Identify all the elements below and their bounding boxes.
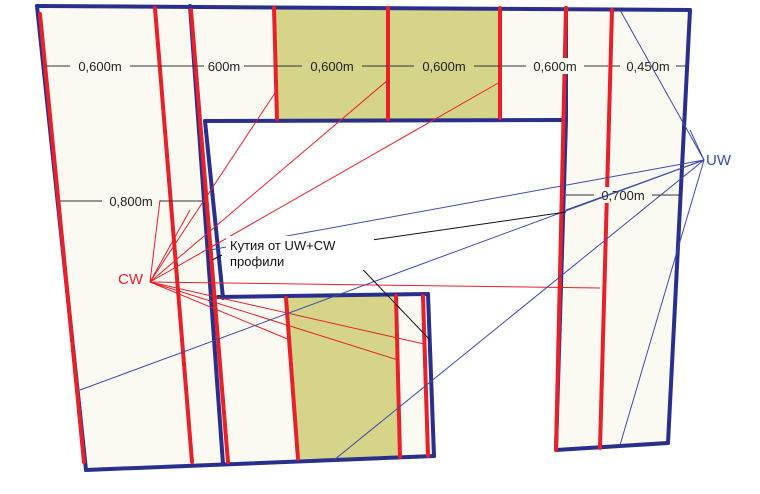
uw-right-outer <box>666 8 692 445</box>
dim-right-mid: 0,700m <box>601 188 644 203</box>
uw-opening-top <box>203 118 568 123</box>
cw-stud-left-3 <box>189 8 230 464</box>
uw-box-right <box>426 292 436 458</box>
dim-top-3: 0,600m <box>310 59 353 74</box>
uw-leader-lines <box>79 9 705 461</box>
dim-left-mid: 0,800m <box>109 194 152 209</box>
cw-leader-lines <box>149 79 601 361</box>
cw-profiles <box>38 6 614 464</box>
dim-top-2: 600m <box>208 59 241 74</box>
cw-stud-box-1 <box>284 296 300 461</box>
dim-top-6: 0,450m <box>626 59 669 74</box>
note-box-label-line2: профили <box>230 254 284 269</box>
note-box-label-line1: Кутия от UW+CW <box>230 238 336 253</box>
cw-stud-top-1 <box>272 6 279 121</box>
dim-top-1: 0,600m <box>78 59 121 74</box>
insulation-bottom <box>286 296 400 459</box>
uw-bottom-right <box>554 441 670 452</box>
dim-top-5: 0,600m <box>533 59 576 74</box>
uw-bottom-left <box>84 454 436 472</box>
cw-label: CW <box>118 271 144 288</box>
board-right-column <box>556 8 690 450</box>
uw-top-edge <box>35 4 692 12</box>
cw-stud-left-2 <box>153 6 194 464</box>
cw-stud-box-2 <box>394 294 402 459</box>
cw-stud-right-2 <box>598 8 614 450</box>
dim-top-4: 0,600m <box>422 59 465 74</box>
uw-label: UW <box>706 152 732 169</box>
cw-stud-box-3 <box>421 294 430 458</box>
uw-opening-left <box>203 119 225 300</box>
cw-stud-left-1 <box>38 12 86 464</box>
dimension-labels: 0,600m 600m 0,600m 0,600m 0,600m 0,450m … <box>70 58 676 209</box>
uw-box-top <box>216 292 430 299</box>
cw-stud-right-1 <box>554 6 568 452</box>
